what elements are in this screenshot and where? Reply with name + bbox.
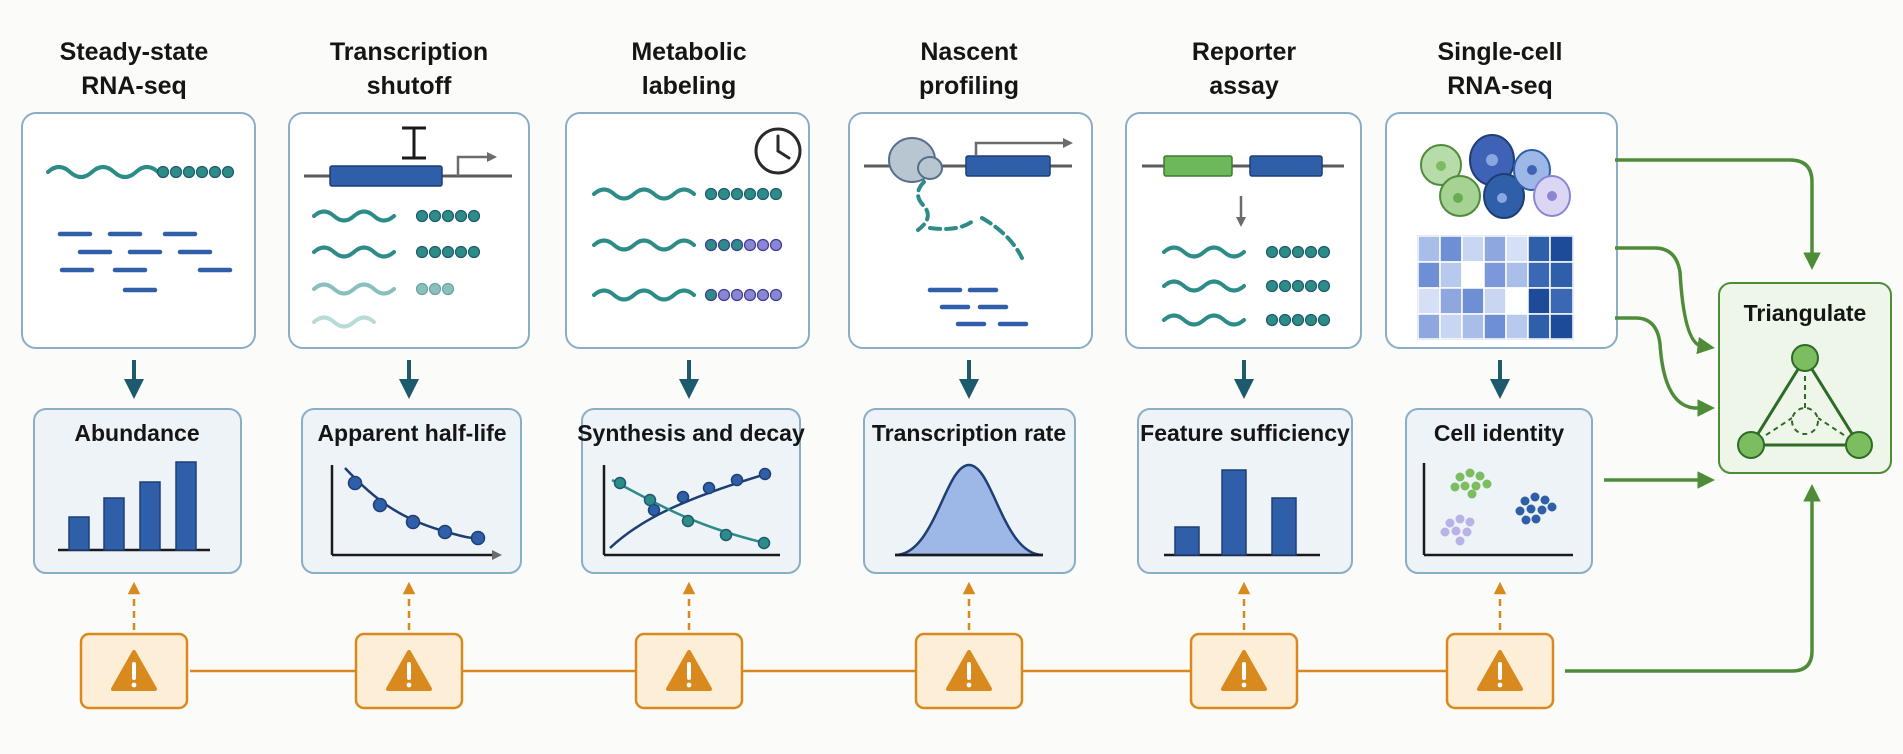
promoter-arrow-icon	[974, 138, 1073, 156]
output-abundance: Abundance	[33, 408, 242, 574]
panel-metabolic-labeling	[565, 112, 810, 349]
method-title-reporter-line1: Reporter	[1192, 38, 1296, 66]
triangulate-box: Triangulate	[1718, 282, 1892, 474]
gaussian-curve-icon	[894, 463, 1044, 557]
decaying-transcripts-icon	[312, 209, 481, 329]
panel-steady-state	[21, 112, 256, 349]
sequencing-reads-icon	[57, 231, 233, 293]
output-feature-sufficiency: Feature sufficiency	[1137, 408, 1353, 574]
method-title-reporter-line2: assay	[1209, 72, 1279, 100]
output-label-half-life: Apparent half-life	[317, 420, 506, 446]
panel-transcription-shutoff	[288, 112, 530, 349]
cells-icon	[1420, 134, 1571, 219]
warning-icon	[914, 632, 1024, 710]
warning-icon	[79, 632, 189, 710]
decay-curve-icon	[330, 465, 502, 560]
output-synthesis-decay: Synthesis and decay	[577, 408, 805, 574]
method-title-metabolic-line2: labeling	[642, 72, 736, 100]
reporter-transcripts-icon	[1162, 245, 1331, 327]
polymerase-icon	[888, 137, 943, 183]
reporter-element-block	[1163, 155, 1233, 177]
crossing-curves-icon	[602, 465, 780, 557]
reporter-gene-block	[1249, 155, 1323, 177]
labeled-transcripts-icon	[592, 187, 783, 302]
warning-icon	[634, 632, 744, 710]
warning-to-output-arrows	[127, 581, 1507, 630]
clock-icon	[754, 127, 802, 175]
triangulate-label: Triangulate	[1744, 300, 1867, 326]
output-label-abundance: Abundance	[74, 420, 199, 446]
method-title-steady-state-line2: RNA-seq	[81, 72, 187, 100]
bar-chart-icon	[1164, 469, 1320, 557]
output-apparent-half-life: Apparent half-life	[301, 408, 522, 574]
triangle-network-icon	[1737, 344, 1873, 459]
method-title-nascent-line2: profiling	[919, 72, 1019, 100]
output-label-feature-sufficiency: Feature sufficiency	[1140, 420, 1350, 446]
output-cell-identity: Cell identity	[1405, 408, 1593, 574]
output-transcription-rate: Transcription rate	[863, 408, 1076, 574]
triangulate-input-arrows	[1565, 158, 1821, 673]
gene-block	[329, 165, 443, 187]
mrna-molecule-icon	[46, 165, 235, 179]
panel-single-cell	[1385, 112, 1618, 349]
method-title-steady-state-line1: Steady-state	[60, 38, 209, 66]
nascent-reads-icon	[927, 287, 1029, 327]
method-title-single-cell-line1: Single-cell	[1437, 38, 1562, 66]
heatmap-icon	[1417, 235, 1574, 340]
output-label-cell-identity: Cell identity	[1434, 420, 1565, 446]
output-label-synthesis-decay: Synthesis and decay	[577, 420, 805, 446]
nascent-rna-strand	[916, 180, 1024, 260]
warning-boxes	[79, 632, 1555, 710]
panel-reporter-assay	[1125, 112, 1362, 349]
method-title-shutoff-line1: Transcription	[330, 38, 488, 66]
output-label-transcription-rate: Transcription rate	[872, 420, 1066, 446]
warning-icon	[354, 632, 464, 710]
method-title-nascent-line1: Nascent	[920, 38, 1018, 66]
panel-to-output-arrows	[124, 360, 1510, 399]
method-title-metabolic-line1: Metabolic	[631, 38, 746, 66]
promoter-arrow-icon	[456, 152, 497, 176]
warning-icon	[1189, 632, 1299, 710]
cluster-plot-icon	[1422, 463, 1573, 557]
warning-icon	[1445, 632, 1555, 710]
inhibitor-icon	[402, 126, 426, 160]
panel-nascent-profiling	[848, 112, 1093, 349]
method-titles: Steady-state RNA-seq Transcription shuto…	[60, 38, 1563, 100]
gene-block	[965, 155, 1051, 177]
method-title-shutoff-line2: shutoff	[367, 72, 452, 100]
method-title-single-cell-line2: RNA-seq	[1447, 72, 1553, 100]
bar-chart-icon	[58, 461, 210, 552]
